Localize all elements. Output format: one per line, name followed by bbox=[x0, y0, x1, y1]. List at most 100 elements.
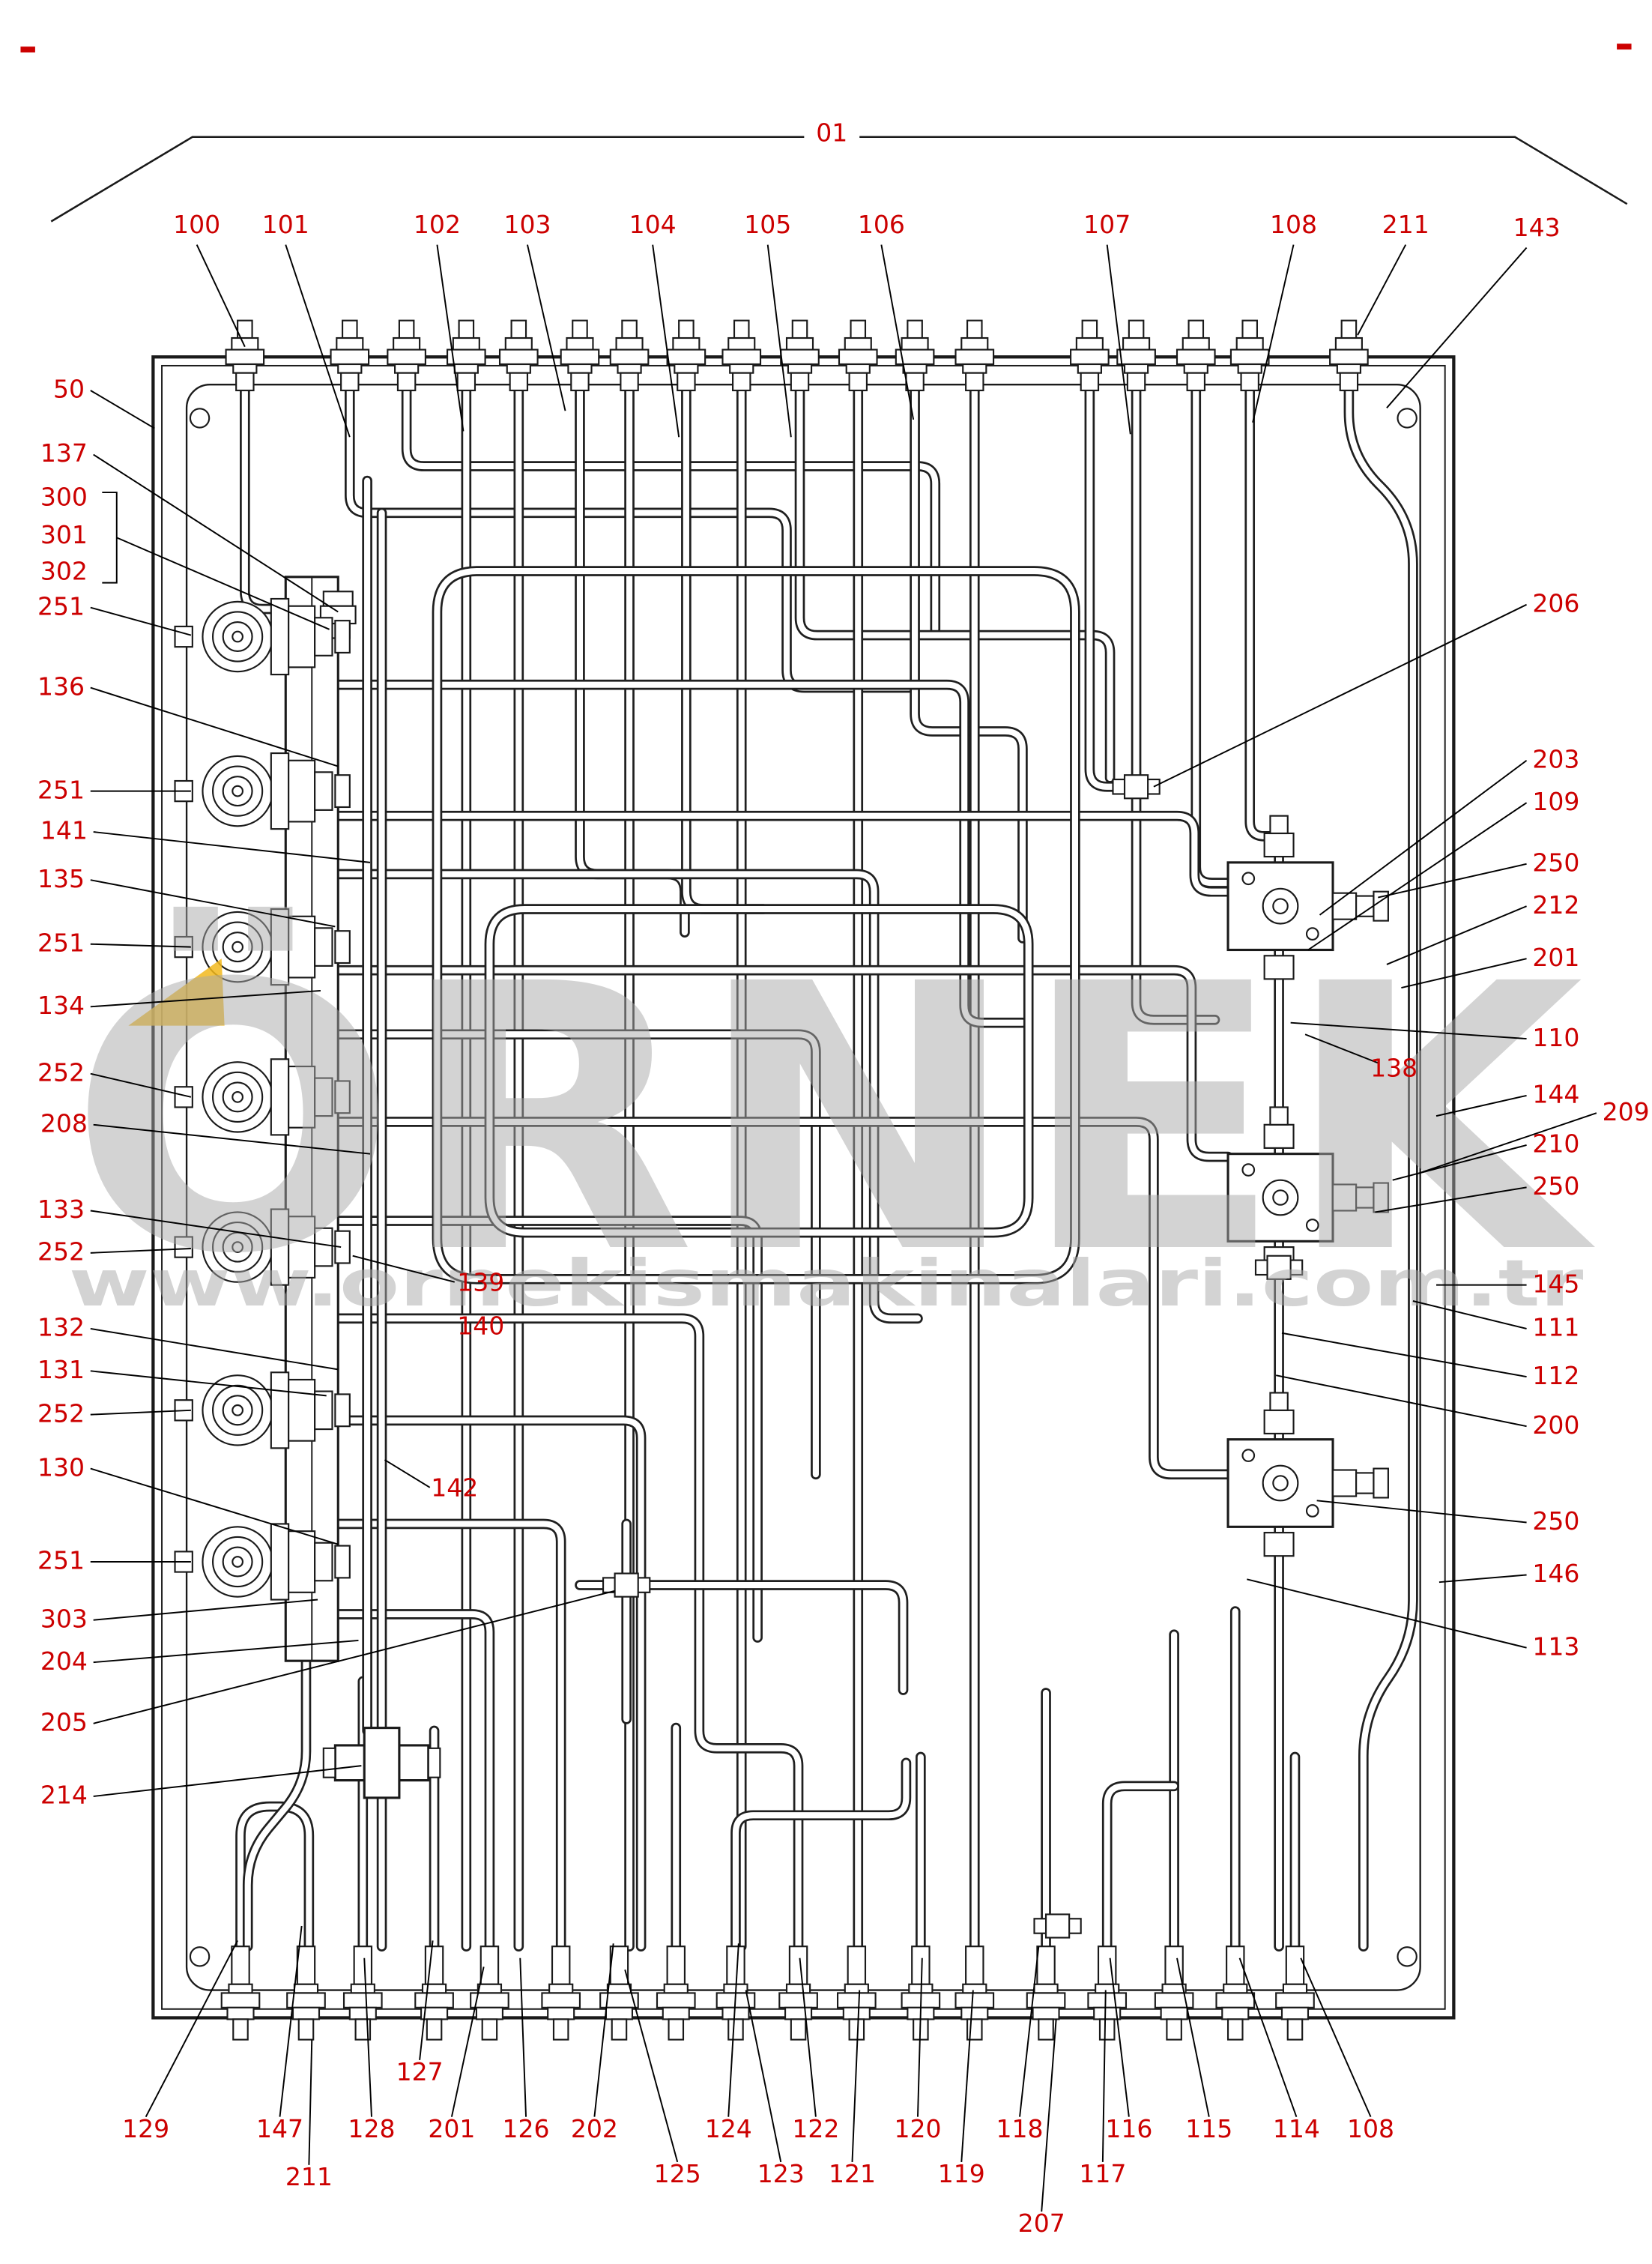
fitting-part bbox=[790, 2018, 807, 2041]
callout-label: 147 bbox=[256, 2114, 303, 2143]
fitting-part bbox=[270, 752, 290, 830]
fitting-part bbox=[842, 2006, 871, 2020]
fitting-part bbox=[721, 2006, 750, 2020]
pipe bbox=[1190, 364, 1233, 888]
callout-label: 119 bbox=[938, 2159, 985, 2188]
leader-line bbox=[1375, 1186, 1527, 1213]
leader-line bbox=[593, 1943, 614, 2117]
leader-line bbox=[1415, 1112, 1597, 1175]
pipe bbox=[1346, 366, 1417, 1950]
fitting-part bbox=[560, 348, 600, 366]
callout-label: 123 bbox=[757, 2159, 805, 2188]
leader-line bbox=[90, 989, 321, 1008]
callout-label: 116 bbox=[1105, 2114, 1152, 2143]
leader-line bbox=[90, 390, 155, 429]
leader-line bbox=[1304, 1033, 1380, 1065]
callout-label: 105 bbox=[744, 210, 791, 239]
fitting-part bbox=[288, 605, 316, 668]
callout-label: 112 bbox=[1532, 1361, 1579, 1390]
callout-label: 100 bbox=[173, 210, 220, 239]
valve-coil-ring bbox=[232, 941, 243, 953]
fitting-part bbox=[1038, 2018, 1054, 2041]
fitting-part bbox=[228, 1983, 253, 1994]
leader-line bbox=[799, 1957, 817, 2117]
leader-line bbox=[624, 1969, 679, 2163]
callout-label: 300 bbox=[40, 483, 88, 512]
title-bracket bbox=[50, 136, 1628, 223]
fitting-part bbox=[506, 363, 531, 374]
fitting-part bbox=[334, 1230, 351, 1264]
leader-line bbox=[917, 1957, 923, 2117]
fitting-part bbox=[911, 1945, 931, 1985]
callout-label: 140 bbox=[457, 1311, 504, 1341]
fitting-part bbox=[844, 336, 872, 351]
leader-line bbox=[880, 244, 915, 420]
fitting-part bbox=[611, 2018, 628, 2041]
callout-label: 214 bbox=[40, 1781, 88, 1810]
fitting-part bbox=[1331, 1183, 1358, 1212]
pipe bbox=[1104, 1783, 1178, 1950]
fitting-part bbox=[481, 2018, 498, 2041]
valve-port bbox=[1272, 1189, 1289, 1206]
fitting-part bbox=[726, 1945, 745, 1985]
callout-label: 108 bbox=[1270, 210, 1317, 239]
fitting-part bbox=[788, 1945, 808, 1985]
callout-label: 127 bbox=[396, 2057, 444, 2086]
fitting-part bbox=[960, 2006, 989, 2020]
leader-line bbox=[1101, 1990, 1107, 2162]
fitting-part bbox=[174, 1236, 193, 1258]
fitting-part bbox=[288, 1216, 316, 1279]
fitting-part bbox=[551, 1945, 571, 1985]
leader-line bbox=[1300, 1957, 1372, 2118]
leader-line bbox=[93, 1765, 362, 1797]
callout-label: 251 bbox=[37, 928, 85, 957]
fitting-part bbox=[727, 2018, 744, 2041]
fitting-part bbox=[1098, 2018, 1116, 2041]
fitting-part bbox=[1286, 2018, 1304, 2041]
leader-line bbox=[1109, 1957, 1130, 2117]
callout-label: 121 bbox=[829, 2159, 876, 2188]
fitting-part bbox=[314, 927, 333, 967]
leader-line bbox=[1153, 603, 1527, 788]
leader-line bbox=[1252, 244, 1295, 423]
fitting-part bbox=[334, 1393, 351, 1428]
callout-label: 250 bbox=[1532, 848, 1579, 878]
fitting-part bbox=[677, 372, 696, 392]
fitting-part bbox=[479, 1945, 500, 1985]
callout-label: 133 bbox=[37, 1195, 85, 1224]
pipe bbox=[332, 681, 1026, 1026]
pipe bbox=[332, 1315, 802, 1950]
pipe bbox=[332, 871, 922, 1322]
fitting-part bbox=[231, 336, 259, 351]
fitting-part bbox=[1080, 372, 1100, 392]
leader-line bbox=[851, 1990, 861, 2162]
callout-label: 211 bbox=[285, 2162, 333, 2191]
fitting-part bbox=[905, 372, 925, 392]
leader-line bbox=[1247, 1578, 1527, 1649]
callout-label: 50 bbox=[53, 375, 85, 404]
leader-line bbox=[363, 1957, 372, 2117]
fitting-part bbox=[288, 1065, 316, 1129]
fitting-part bbox=[1263, 955, 1295, 980]
fitting-part bbox=[962, 1983, 987, 1994]
fitting-part bbox=[605, 2006, 634, 2020]
fitting-part bbox=[784, 2006, 813, 2020]
leader-line bbox=[285, 244, 351, 438]
fitting-part bbox=[1355, 1472, 1375, 1494]
fitting-part bbox=[1097, 1945, 1117, 1985]
callout-label: 111 bbox=[1532, 1313, 1579, 1342]
valve-port bbox=[1272, 898, 1289, 914]
fitting-part bbox=[960, 336, 989, 351]
leader-line bbox=[90, 879, 336, 928]
fitting-part bbox=[1154, 1992, 1194, 2008]
fitting-part bbox=[220, 1992, 261, 2008]
valve-screw bbox=[1305, 927, 1319, 941]
pipe bbox=[796, 366, 1113, 782]
pipe bbox=[332, 967, 1232, 1160]
pipe bbox=[1101, 1781, 1179, 1952]
fitting-part bbox=[548, 1983, 574, 1994]
leader-line bbox=[436, 244, 465, 432]
fitting-part bbox=[962, 363, 987, 374]
pipe-network bbox=[235, 364, 1418, 1952]
fitting-part bbox=[848, 372, 868, 392]
